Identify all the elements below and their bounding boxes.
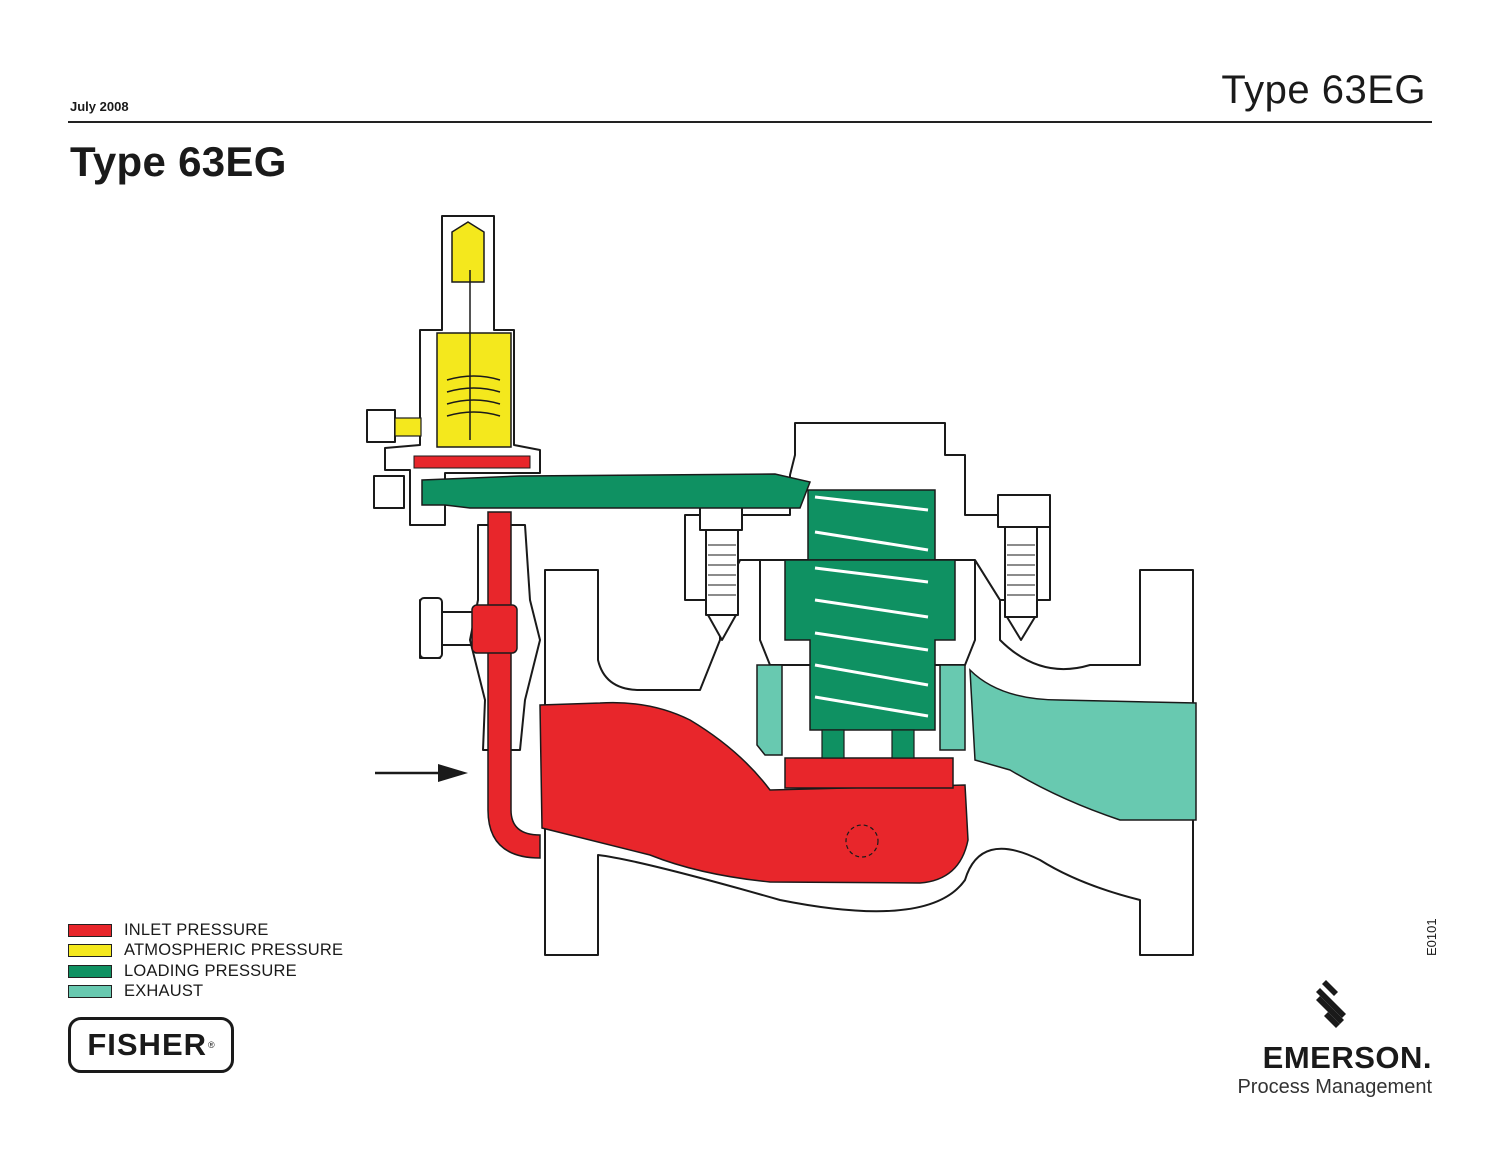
bolt-threads — [708, 544, 1035, 596]
legend-item-loading: LOADING PRESSURE — [68, 961, 343, 982]
pilot-spring-case — [436, 332, 512, 448]
right-bolt — [997, 494, 1051, 528]
pilot-vent — [394, 417, 422, 437]
legend-label: ATMOSPHERIC PRESSURE — [124, 941, 344, 960]
pilot-inlet-chamber — [413, 455, 531, 469]
registered-mark-icon: ® — [208, 1040, 215, 1050]
piston-port-right — [891, 729, 915, 759]
inlet-flow-arrow — [375, 764, 468, 782]
fisher-logo: FISHER® — [68, 1017, 234, 1073]
legend-label: LOADING PRESSURE — [124, 961, 297, 980]
emerson-logo-subtitle: Process Management — [1237, 1076, 1432, 1098]
emerson-logo-text: EMERSON. — [1262, 1040, 1432, 1075]
piston-port-left — [821, 729, 845, 759]
legend-label: EXHAUST — [124, 982, 204, 1001]
inlet-plug — [784, 757, 954, 789]
emerson-logo: EMERSON. Process Management — [1212, 978, 1432, 1099]
emerson-emblem-icon — [1316, 980, 1346, 1028]
legend-swatch-loading — [68, 964, 112, 978]
header-divider — [68, 121, 1432, 123]
needle-knob — [419, 597, 443, 659]
legend-item-atmospheric: ATMOSPHERIC PRESSURE — [68, 941, 343, 962]
needle-valve-body — [471, 604, 518, 654]
loading-piston — [784, 559, 956, 731]
pilot-left-fitting — [366, 409, 396, 443]
figure-id: E0101 — [1424, 918, 1439, 956]
exhaust-left-chamber — [756, 664, 783, 756]
legend-label: INLET PRESSURE — [124, 920, 269, 939]
exhaust-outlet — [969, 668, 1197, 821]
inlet-supply-tube — [487, 511, 541, 859]
legend-item-inlet: INLET PRESSURE — [68, 920, 343, 941]
exhaust-right-chamber — [939, 664, 966, 751]
legend-swatch-inlet — [68, 923, 112, 937]
inlet-body-passage — [539, 701, 969, 884]
inlet-port-marker — [845, 824, 879, 858]
pilot-bonnet-cap — [451, 221, 485, 283]
pressure-legend: INLET PRESSURE ATMOSPHERIC PRESSURE LOAD… — [68, 920, 343, 1002]
page-title: Type 63EG — [70, 138, 287, 185]
legend-swatch-exhaust — [68, 985, 112, 999]
loading-pressure-line — [421, 473, 812, 509]
legend-swatch-atmospheric — [68, 944, 112, 958]
legend-item-exhaust: EXHAUST — [68, 982, 343, 1003]
pilot-lower-fitting — [373, 475, 405, 509]
fisher-logo-text: FISHER — [87, 1027, 208, 1062]
main-spring — [814, 495, 929, 718]
document-date: July 2008 — [70, 99, 129, 114]
pilot-spring — [446, 270, 501, 440]
header-title: Type 63EG — [1221, 68, 1426, 112]
